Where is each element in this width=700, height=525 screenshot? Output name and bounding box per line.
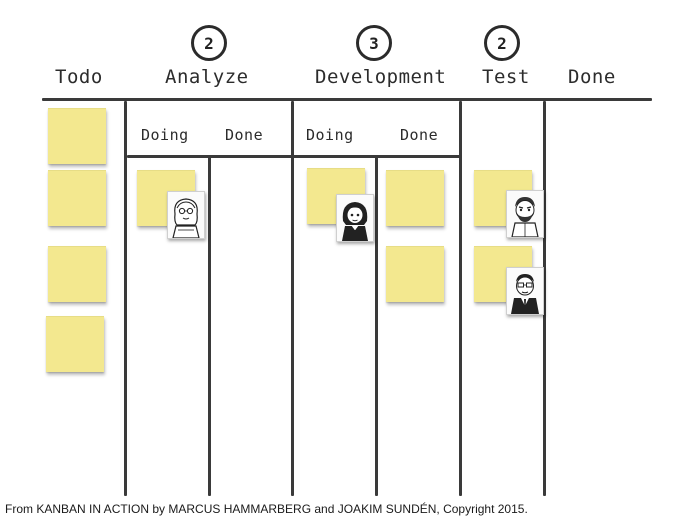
column-divider-development-test (459, 101, 462, 496)
copyright-credit: From KANBAN IN ACTION by MARCUS HAMMARBE… (5, 502, 528, 516)
subcolumn-divider-development (375, 156, 378, 496)
column-title-todo: Todo (55, 66, 103, 88)
avatar-girl-icon[interactable] (167, 191, 205, 239)
column-divider-test-done (543, 101, 546, 496)
wip-limit-analyze: 2 (191, 25, 227, 61)
subcolumn-title-development-doing: Doing (306, 126, 354, 144)
wip-limit-development-value: 3 (369, 33, 379, 53)
avatar-bearded-man-icon[interactable] (506, 190, 544, 238)
column-title-done: Done (568, 66, 616, 88)
sticky-note-development-done-1[interactable] (386, 170, 444, 226)
header-divider-line (42, 98, 652, 101)
avatar-girl-dark-hair-icon[interactable] (336, 194, 374, 242)
wip-limit-development: 3 (356, 25, 392, 61)
column-title-analyze: Analyze (165, 66, 249, 88)
subcolumn-title-analyze-done: Done (225, 126, 264, 144)
column-title-test: Test (482, 66, 530, 88)
column-divider-todo-analyze (124, 101, 127, 496)
subcolumn-divider-analyze (208, 156, 211, 496)
subcolumn-title-analyze-doing: Doing (141, 126, 189, 144)
sticky-note-todo-1[interactable] (48, 108, 106, 164)
column-divider-analyze-development (291, 101, 294, 496)
avatar-man-glasses-icon[interactable] (506, 267, 544, 315)
wip-limit-test: 2 (484, 25, 520, 61)
column-title-development: Development (315, 66, 447, 88)
sticky-note-development-done-2[interactable] (386, 246, 444, 302)
sticky-note-todo-2[interactable] (48, 170, 106, 226)
subcolumn-title-development-done: Done (400, 126, 439, 144)
wip-limit-test-value: 2 (497, 33, 507, 53)
wip-limit-analyze-value: 2 (204, 33, 214, 53)
sticky-note-todo-3[interactable] (48, 246, 106, 302)
sticky-note-todo-4[interactable] (46, 316, 104, 372)
